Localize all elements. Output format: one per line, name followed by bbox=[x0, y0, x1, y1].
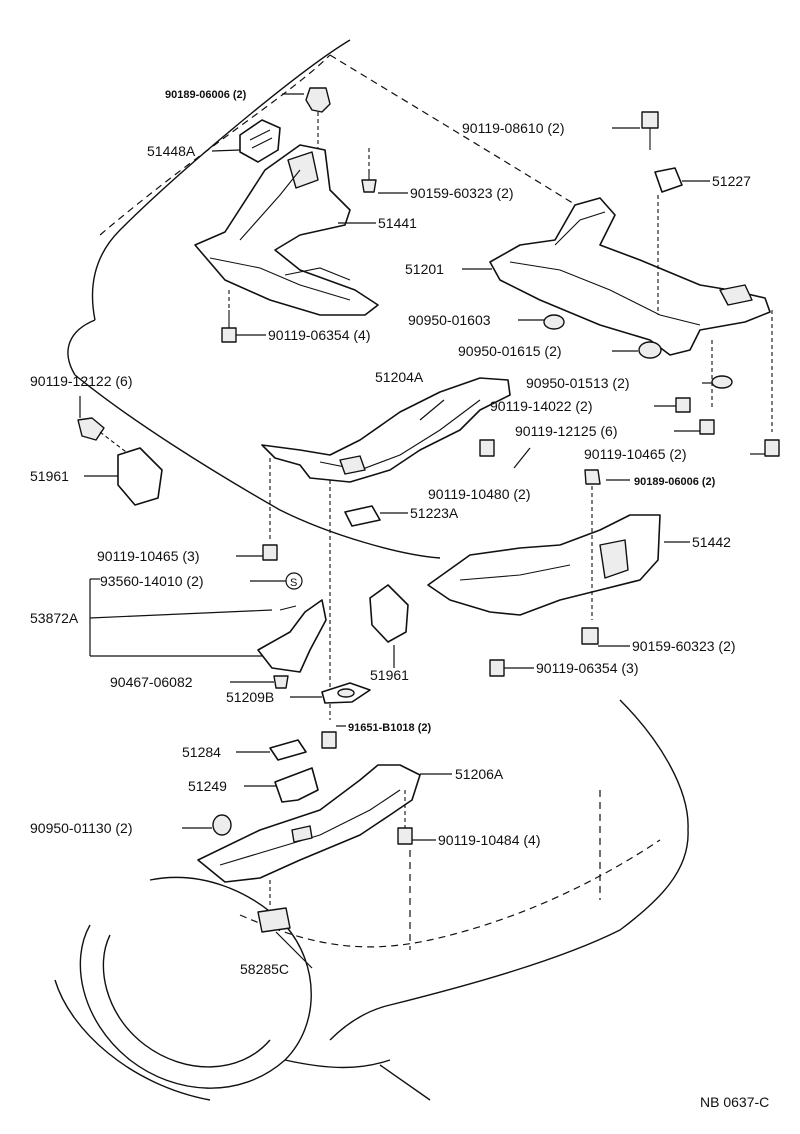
part-51209b-gasket bbox=[321, 682, 371, 704]
part-58285c-plug bbox=[257, 907, 291, 933]
label-51227: 51227 bbox=[712, 173, 751, 189]
bolt-90119-06354-right bbox=[489, 659, 505, 677]
s-symbol-text: S bbox=[290, 577, 297, 589]
bolt-90119-08610 bbox=[641, 111, 659, 150]
label-90950-01130: 90950-01130 (2) bbox=[30, 820, 132, 836]
label-90119-12125: 90119-12125 (6) bbox=[515, 423, 617, 439]
label-90119-14022: 90119-14022 (2) bbox=[490, 398, 592, 414]
bolt-90159-60323-top bbox=[361, 170, 377, 193]
label-90119-06354-4: 90119-06354 (4) bbox=[268, 327, 370, 343]
label-90467-06082: 90467-06082 bbox=[110, 674, 193, 690]
label-51441: 51441 bbox=[378, 215, 417, 231]
clip-90189-06006-top bbox=[305, 87, 331, 113]
label-90119-10465-3: 90119-10465 (3) bbox=[97, 548, 199, 564]
part-51204a-center-member bbox=[261, 377, 511, 483]
label-90119-06354-3: 90119-06354 (3) bbox=[536, 660, 638, 676]
part-90467-06082-clip bbox=[273, 675, 289, 689]
label-90119-12122: 90119-12122 (6) bbox=[30, 373, 132, 389]
vehicle-body-outline bbox=[54, 39, 689, 1101]
label-90119-10484: 90119-10484 (4) bbox=[438, 832, 540, 848]
label-90189-06006-top: 90189-06006 (2) bbox=[165, 89, 247, 101]
label-90189-06006-right: 90189-06006 (2) bbox=[634, 476, 716, 488]
leader-lines bbox=[79, 93, 765, 969]
label-51284: 51284 bbox=[182, 744, 221, 760]
label-90119-10465-2: 90119-10465 (2) bbox=[584, 446, 686, 462]
label-93560-14010: 93560-14010 (2) bbox=[100, 573, 204, 589]
label-51249: 51249 bbox=[188, 778, 227, 794]
label-51204a: 51204A bbox=[375, 369, 424, 385]
label-58285c: 58285C bbox=[240, 961, 289, 977]
label-90119-10480: 90119-10480 (2) bbox=[428, 486, 530, 502]
clip-90189-06006-right bbox=[584, 469, 601, 485]
label-90159-60323-right: 90159-60323 (2) bbox=[632, 638, 736, 654]
label-51442: 51442 bbox=[692, 534, 731, 550]
label-51206a: 51206A bbox=[455, 766, 504, 782]
bolt-90119-10480 bbox=[479, 439, 495, 457]
part-90950-01130-cushion bbox=[212, 814, 232, 836]
part-51201-crossmember bbox=[489, 197, 771, 356]
bolt-91651-b1018 bbox=[321, 731, 337, 749]
label-53872a: 53872A bbox=[30, 610, 79, 626]
bolt-90159-60323-right bbox=[581, 627, 599, 645]
label-51201: 51201 bbox=[405, 261, 444, 277]
bolt-90119-14022 bbox=[675, 397, 691, 413]
bolt-90119-10465-left bbox=[262, 544, 278, 561]
cushion-90950-01615 bbox=[638, 341, 662, 359]
label-51448a: 51448A bbox=[147, 143, 196, 159]
label-90950-01603: 90950-01603 bbox=[408, 312, 491, 328]
part-53872a-bracket bbox=[257, 599, 327, 673]
label-90950-01615: 90950-01615 (2) bbox=[458, 343, 562, 359]
label-51209b: 51209B bbox=[226, 689, 274, 705]
bolt-90119-06354-left bbox=[221, 310, 237, 343]
part-51249-bracket bbox=[274, 767, 319, 803]
part-51961-bracket-left bbox=[117, 447, 163, 506]
cushion-90950-01513 bbox=[711, 375, 733, 389]
label-51961-left: 51961 bbox=[30, 468, 69, 484]
bolt-90119-12122 bbox=[77, 417, 105, 441]
label-90950-01513: 90950-01513 (2) bbox=[526, 375, 630, 391]
part-51441-engine-cover bbox=[194, 144, 379, 316]
part-51227-bracket bbox=[654, 167, 683, 193]
label-51223a: 51223A bbox=[410, 505, 459, 521]
part-51961-bracket-mid bbox=[369, 584, 409, 643]
label-90119-08610: 90119-08610 (2) bbox=[462, 120, 564, 136]
part-51448a-bracket bbox=[239, 119, 281, 163]
cushion-90950-01603 bbox=[543, 314, 565, 330]
label-90159-60323-top: 90159-60323 (2) bbox=[410, 185, 514, 201]
part-51206a-rear-member bbox=[197, 764, 421, 883]
part-51223a-pad bbox=[344, 505, 381, 527]
label-51961-mid: 51961 bbox=[370, 667, 409, 683]
drawing-code: NB 0637-C bbox=[700, 1094, 769, 1110]
label-91651-b1018: 91651-B1018 (2) bbox=[348, 722, 432, 734]
bolt-90119-10484 bbox=[397, 827, 413, 845]
part-51442-under-cover bbox=[427, 514, 661, 616]
part-51284-plate bbox=[269, 739, 307, 761]
bolt-90119-12125 bbox=[699, 419, 715, 435]
bolt-90119-10465-right bbox=[764, 439, 780, 457]
